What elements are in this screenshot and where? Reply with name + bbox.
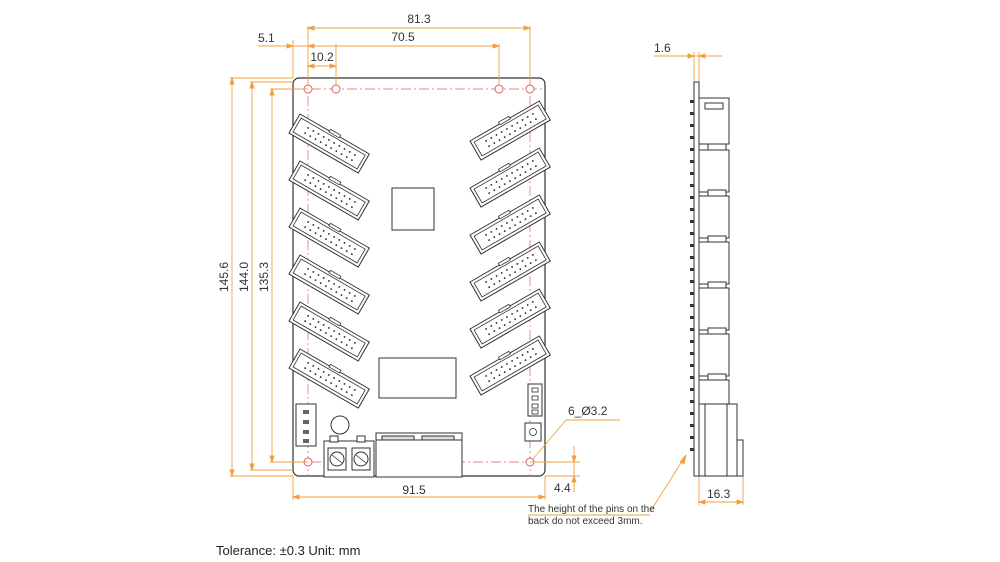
front-view [288, 77, 551, 478]
main-chip [391, 187, 435, 231]
push-button [524, 422, 542, 442]
dimension-lines [229, 25, 745, 513]
side-view [690, 81, 744, 477]
power-header [295, 403, 317, 447]
dim-inner-holes: 70.5 [391, 30, 415, 44]
mounting-hole [525, 84, 535, 94]
pcb-edge [693, 81, 700, 477]
rj45-block [375, 432, 463, 478]
pins-note-line-2: back do not exceed 3mm. [528, 516, 643, 527]
dim-depth: 16.3 [707, 487, 731, 501]
capacitor [330, 415, 350, 435]
dim-height-holes: 144.0 [237, 262, 251, 292]
side-pins [690, 100, 694, 451]
terminal-block [323, 435, 375, 478]
dim-width-board: 91.5 [402, 483, 426, 497]
mounting-hole [331, 84, 341, 94]
secondary-chip [378, 357, 457, 399]
pins-note-line-1: The height of the pins on the [528, 504, 655, 515]
dim-thickness: 1.6 [654, 41, 671, 55]
tolerance-footer: Tolerance: ±0.3 Unit: mm [216, 543, 361, 558]
dim-height-inner: 135.3 [257, 262, 271, 292]
dim-hole-spacing: 10.2 [310, 50, 334, 64]
side-connectors [698, 97, 730, 405]
dim-edge-offset: 5.1 [258, 31, 275, 45]
dim-bottom-offset: 4.4 [554, 481, 571, 495]
dim-width-holes: 81.3 [407, 12, 431, 26]
dim-height-outer: 145.6 [217, 262, 231, 292]
dim-hole-spec: 6_Ø3.2 [568, 404, 608, 418]
mounting-hole [494, 84, 504, 94]
